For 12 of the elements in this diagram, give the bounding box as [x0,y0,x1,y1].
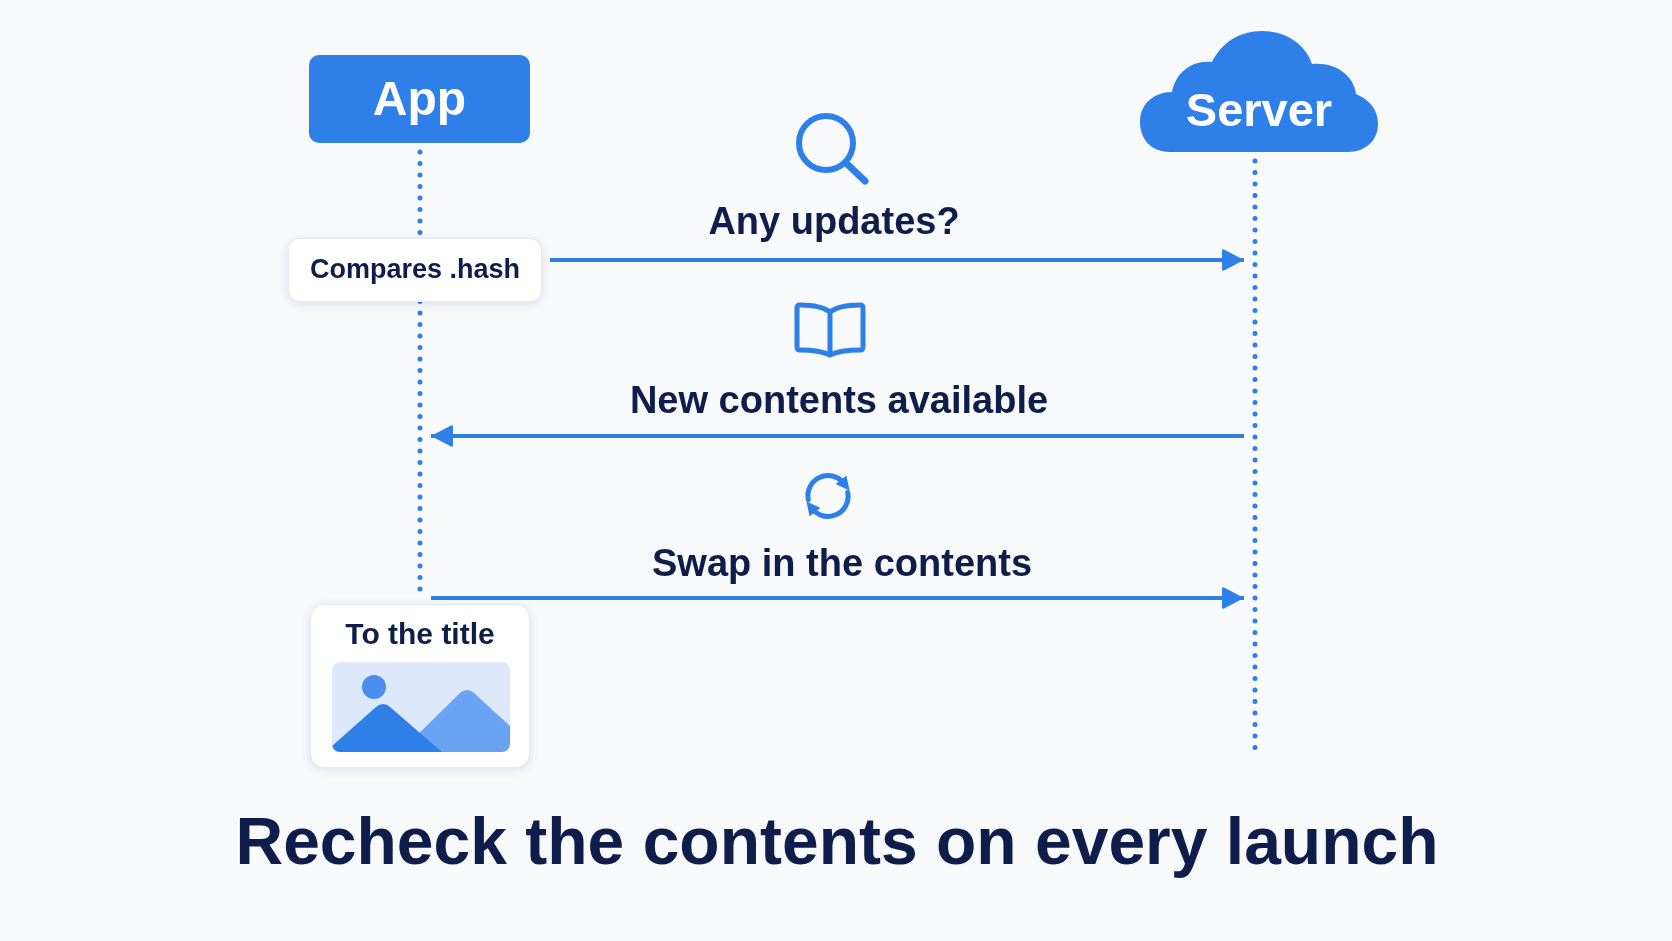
card [310,604,530,768]
edge-label: Swap in the contents [652,542,1032,586]
note-card [288,238,542,302]
note-text: Compares .hash [309,254,521,286]
participant-label: App [372,71,467,127]
card-title: To the title [345,617,495,652]
edge-label: New contents available [629,379,1049,423]
participant-box [309,55,530,143]
participant-label: Server [1185,82,1333,137]
cloud-shape [1140,30,1378,152]
title: Recheck the contents on every launch [235,804,1439,880]
edge-label: Any updates? [708,200,960,244]
